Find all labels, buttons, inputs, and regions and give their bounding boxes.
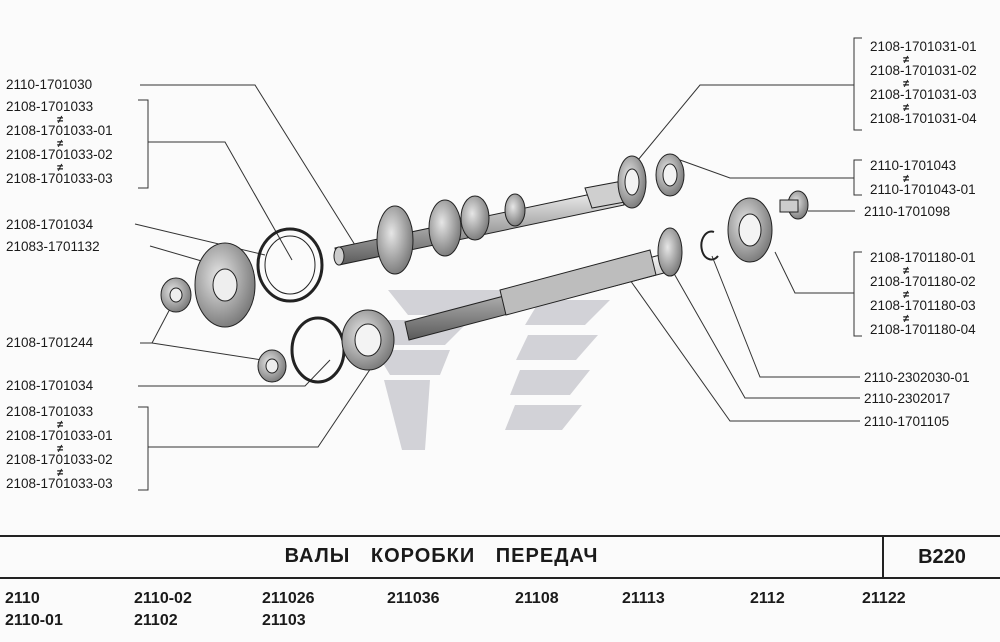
label-left-bottom-4: 2108-1701033-03 bbox=[6, 476, 113, 491]
label-right-bottom-1: 2108-1701180-01 bbox=[870, 250, 976, 265]
label-left-bottom-1: 2108-1701033 bbox=[6, 404, 94, 419]
label-right-top-1: 2108-1701031-01 bbox=[870, 39, 977, 54]
neq-symbol: ≠ bbox=[903, 54, 910, 66]
neq-symbol: ≠ bbox=[57, 467, 64, 479]
label-nut: 2108-1701244 bbox=[6, 335, 94, 350]
left-parts bbox=[160, 227, 395, 384]
label-right-bottom-3: 2108-1701180-03 bbox=[870, 298, 976, 313]
label-input-shaft: 2110-1701030 bbox=[6, 77, 93, 92]
label-left-bottom-2: 2108-1701033-01 bbox=[6, 428, 113, 443]
label-right-mid-1: 2110-1701043 bbox=[870, 158, 957, 173]
neq-symbol: ≠ bbox=[57, 162, 64, 174]
page-title: ВАЛЫ КОРОБКИ ПЕРЕДАЧ bbox=[284, 545, 599, 567]
title-bar: ВАЛЫ КОРОБКИ ПЕРЕДАЧ B220 bbox=[0, 535, 1000, 579]
title-divider bbox=[882, 537, 884, 577]
label-ring-b: 2108-1701034 bbox=[6, 378, 94, 393]
label-right-bottom-4: 2108-1701180-04 bbox=[870, 322, 976, 337]
output-shaft-part bbox=[404, 227, 683, 341]
neq-symbol: ≠ bbox=[57, 419, 64, 431]
model-label: 2110-01 bbox=[5, 612, 63, 629]
label-right-bottom-2: 2108-1701180-02 bbox=[870, 274, 976, 289]
neq-symbol: ≠ bbox=[57, 114, 64, 126]
model-label: 211026 bbox=[262, 590, 315, 607]
label-right-mid-2: 2110-1701043-01 bbox=[870, 182, 976, 197]
neq-symbol: ≠ bbox=[903, 173, 910, 185]
model-label: 21122 bbox=[862, 590, 906, 607]
neq-symbol: ≠ bbox=[903, 313, 910, 325]
label-left-top-4: 2108-1701033-03 bbox=[6, 171, 113, 186]
model-label: 2110 bbox=[5, 590, 40, 607]
label-ring-a: 2108-1701034 bbox=[6, 217, 94, 232]
label-left-top-1: 2108-1701033 bbox=[6, 99, 94, 114]
label-washer: 2110-1701098 bbox=[864, 204, 951, 219]
neq-symbol: ≠ bbox=[903, 102, 910, 114]
label-output-shaft: 2110-1701105 bbox=[864, 414, 950, 429]
page-code: B220 bbox=[918, 546, 966, 568]
gear-cluster-upper bbox=[376, 193, 526, 275]
leader-lines bbox=[134, 37, 862, 491]
neq-symbol: ≠ bbox=[57, 138, 64, 150]
label-right-top-2: 2108-1701031-02 bbox=[870, 63, 977, 78]
label-right-top-3: 2108-1701031-03 bbox=[870, 87, 977, 102]
label-ring: 2110-2302017 bbox=[864, 391, 951, 406]
neq-symbol: ≠ bbox=[903, 265, 910, 277]
neq-symbol: ≠ bbox=[903, 289, 910, 301]
label-gear-a: 21083-1701132 bbox=[6, 239, 100, 254]
label-left-top-3: 2108-1701033-02 bbox=[6, 147, 113, 162]
bearing-upper bbox=[617, 153, 685, 209]
label-left-top-2: 2108-1701033-01 bbox=[6, 123, 113, 138]
label-right-top-4: 2108-1701031-04 bbox=[870, 111, 977, 126]
watermark-logo bbox=[372, 290, 610, 450]
label-left-bottom-3: 2108-1701033-02 bbox=[6, 452, 113, 467]
model-label: 21102 bbox=[134, 612, 178, 629]
neq-symbol: ≠ bbox=[57, 443, 64, 455]
model-label: 2110-02 bbox=[134, 590, 192, 607]
gearbox-shafts-diagram bbox=[134, 37, 862, 491]
model-label: 21113 bbox=[622, 590, 665, 607]
label-circlip: 2110-2302030-01 bbox=[864, 370, 970, 385]
neq-symbol: ≠ bbox=[903, 78, 910, 90]
model-label: 21103 bbox=[262, 612, 306, 629]
model-label: 211036 bbox=[387, 590, 440, 607]
right-parts bbox=[700, 190, 809, 263]
model-label: 21108 bbox=[515, 590, 559, 607]
model-label: 2112 bbox=[750, 590, 785, 607]
